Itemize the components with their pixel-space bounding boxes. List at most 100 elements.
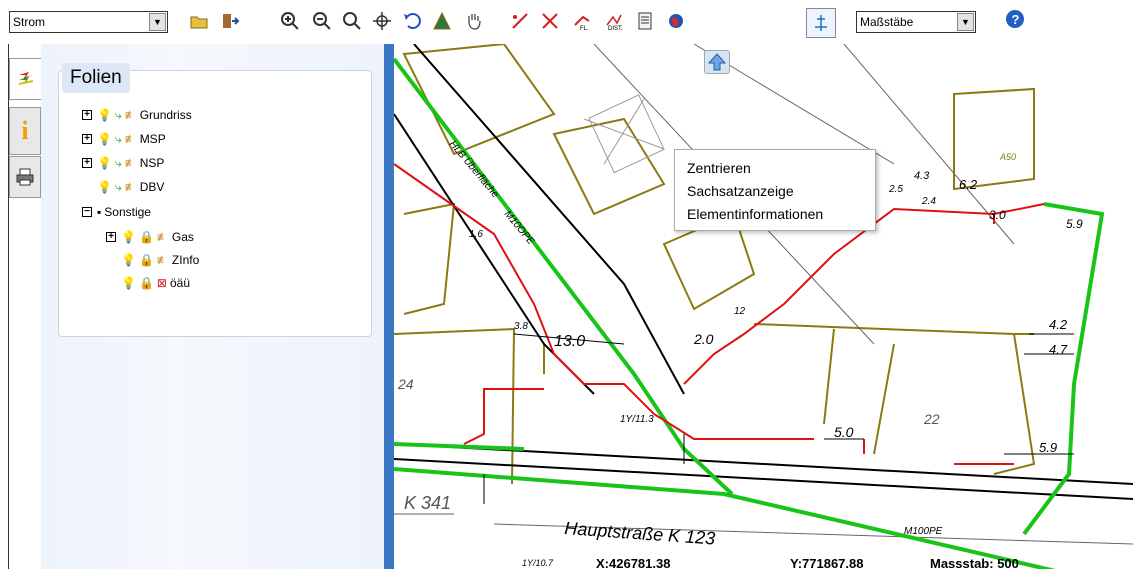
tree-item-label: Sonstige [104,205,151,219]
select-icon[interactable]: ⤷ [114,156,122,170]
select-icon[interactable]: ⤷ [114,132,122,146]
printer-icon [16,168,34,186]
bulb-icon[interactable]: 💡 [97,156,112,170]
crosshair-icon[interactable] [370,9,394,33]
scale-select-value: Maßstäbe [860,15,914,29]
delete-measure-icon[interactable] [538,9,562,33]
info-icon: i [21,116,29,145]
panel-splitter[interactable] [384,44,394,569]
svg-text:1Y/11.3: 1Y/11.3 [620,414,654,425]
expand-icon[interactable]: + [106,232,116,242]
tree-item-sonstige[interactable]: − ▪ Sonstige [82,203,151,221]
tab-info[interactable]: i [9,107,41,155]
help-icon[interactable]: ? [1003,7,1027,31]
collapse-icon[interactable]: − [82,207,92,217]
tab-layers[interactable] [9,58,41,100]
svg-text:DIST.: DIST. [608,26,623,31]
scale-readout: Massstab: 500 [930,556,1019,571]
layer-select[interactable]: Strom ▼ [9,11,168,33]
zoom-out-icon[interactable] [310,9,334,33]
svg-text:K 341: K 341 [404,493,451,513]
svg-text:4.7: 4.7 [1049,342,1068,357]
svg-text:3.8: 3.8 [514,321,528,332]
expand-icon[interactable]: + [82,110,92,120]
area-measure-icon[interactable]: FL. [570,9,594,33]
toolbar: Strom ▼ FL. DIST. Maßstäbe ▼ ? [0,0,1133,44]
svg-text:4.3: 4.3 [914,170,930,182]
lock-icon[interactable]: 🔒 [138,276,154,290]
svg-text:6.2: 6.2 [959,177,978,192]
svg-text:5.9: 5.9 [1039,440,1057,455]
svg-text:HLB Überfläche: HLB Überfläche [447,138,502,200]
hand-pan-icon[interactable] [462,9,486,33]
scale-select[interactable]: Maßstäbe ▼ [856,11,976,33]
layer-icon: ≢ [124,132,137,146]
map-canvas[interactable]: 13.0 5.0 5.9 4.7 4.2 6.2 4.3 3.0 5.9 2.0… [394,44,1133,569]
svg-text:2.0: 2.0 [693,331,714,347]
lock-icon[interactable]: 🔒 [138,230,154,244]
tree-item-nsp[interactable]: + 💡 ⤷ ≢ NSP [82,154,164,172]
chevron-down-icon[interactable]: ▼ [149,13,166,31]
menu-item-sachsatzanzeige[interactable]: Sachsatzanzeige [687,183,794,199]
home-icon[interactable] [430,9,454,33]
expand-icon[interactable]: + [82,158,92,168]
bulb-icon[interactable]: 💡 [97,132,112,146]
select-icon[interactable]: ⤷ [114,180,122,194]
select-icon[interactable]: ⤷ [114,108,122,122]
bulb-off-icon[interactable]: 💡 [121,276,136,290]
tree-item-grundriss[interactable]: + 💡 ⤷ ≢ Grundriss [82,106,192,124]
svg-text:22: 22 [923,411,940,427]
tree-item-label: ZInfo [171,253,200,267]
svg-text:3.0: 3.0 [989,208,1006,222]
measure-icon[interactable] [508,9,532,33]
map-drawing: 13.0 5.0 5.9 4.7 4.2 6.2 4.3 3.0 5.9 2.0… [394,44,1133,569]
panel-title: Folien [62,63,130,93]
chevron-down-icon[interactable]: ▼ [957,13,974,31]
svg-text:4.2: 4.2 [1049,317,1068,332]
menu-item-elementinformationen[interactable]: Elementinformationen [687,206,824,222]
layer-icon: ≢ [124,156,137,170]
svg-text:5.0: 5.0 [834,424,854,440]
bulb-icon[interactable]: 💡 [97,180,112,194]
select-tool-icon[interactable] [806,8,836,38]
svg-text:FL.: FL. [580,26,589,31]
tree-item-zinfo[interactable]: 💡 🔒 ≢ ZInfo [121,251,199,269]
svg-text:2.5: 2.5 [888,184,903,195]
context-menu: Zentrieren Sachsatzanzeige Elementinform… [674,149,876,231]
tree-item-label: öäü [169,276,190,290]
bulb-icon[interactable]: 💡 [97,108,112,122]
layer-hidden-icon: ⊠ [156,276,167,290]
menu-item-zentrieren[interactable]: Zentrieren [687,160,751,176]
coord-x: X:426781.38 [596,556,671,571]
tree-item-label: MSP [139,132,166,146]
tree-item-dbv[interactable]: 💡 ⤷ ≢ DBV [97,178,164,196]
svg-text:12: 12 [734,306,746,317]
expand-icon[interactable]: + [82,134,92,144]
tree-item-label: Grundriss [139,108,192,122]
lock-icon[interactable]: 🔒 [138,253,154,267]
tab-print[interactable] [9,156,41,198]
exit-icon[interactable] [218,9,242,33]
zoom-icon[interactable] [340,9,364,33]
svg-text:2.4: 2.4 [921,196,936,207]
distance-measure-icon[interactable]: DIST. [602,9,626,33]
svg-text:Hauptstraße K 123: Hauptstraße K 123 [564,518,716,548]
tree-item-oau[interactable]: 💡 🔒 ⊠ öäü [121,274,190,292]
undo-icon[interactable] [400,9,424,33]
svg-text:A50: A50 [999,152,1016,162]
bulb-off-icon[interactable]: 💡 [121,253,136,267]
tree-item-gas[interactable]: + 💡 🔒 ≢ Gas [106,228,194,246]
globe-icon[interactable] [664,9,688,33]
layer-icon: ≢ [156,230,169,244]
svg-text:1.6: 1.6 [469,229,483,240]
properties-icon[interactable] [634,9,658,33]
svg-text:13.0: 13.0 [554,333,585,350]
layer-select-value: Strom [13,15,46,29]
open-folder-icon[interactable] [187,9,211,33]
pan-up-button[interactable] [704,50,730,74]
zoom-in-icon[interactable] [278,9,302,33]
tree-item-msp[interactable]: + 💡 ⤷ ≢ MSP [82,130,166,148]
arrow-up-icon [707,53,727,71]
bulb-icon[interactable]: 💡 [121,230,136,244]
layers-box [58,70,372,337]
